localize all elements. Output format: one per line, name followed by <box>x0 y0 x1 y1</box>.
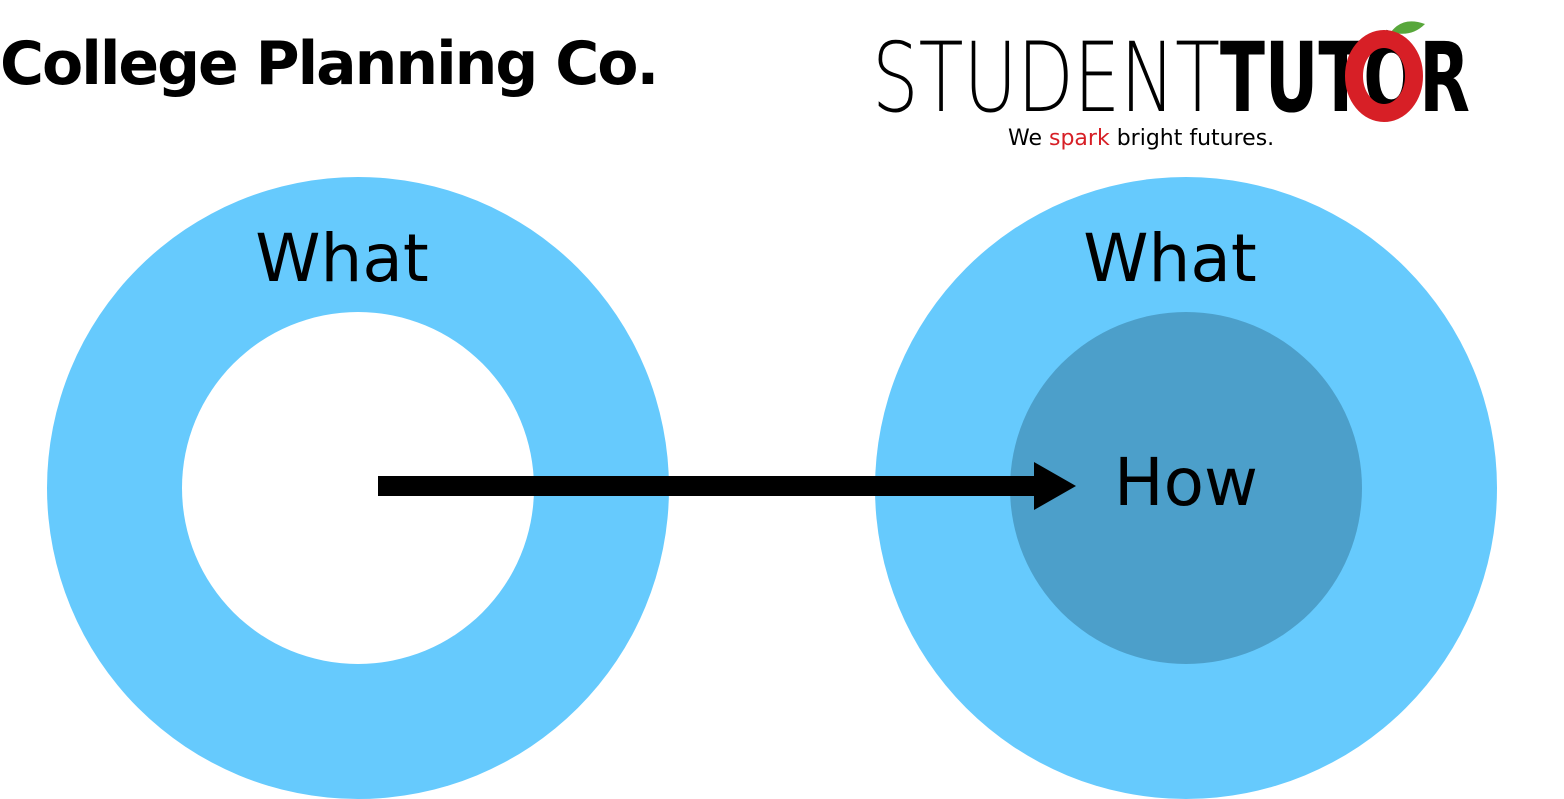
right-circle-how-label: How <box>1114 444 1258 521</box>
left-inner-circle <box>182 312 534 664</box>
logo-tagline: We spark bright futures. <box>1008 126 1274 151</box>
logo-red-o <box>1345 30 1423 122</box>
student-tutor-logo: STUDENT TUTOR We spark bright futures. <box>868 18 1478 153</box>
right-circle-what-label: What <box>1083 220 1257 297</box>
company-name: College Planning Co. <box>0 29 659 99</box>
right-inner-circle <box>1010 312 1362 664</box>
logo-word-student: STUDENT <box>872 22 1220 134</box>
left-circle-what-label: What <box>255 220 429 297</box>
logo-word-tutor: TUTOR <box>1220 22 1470 134</box>
right-arrow-icon <box>378 462 1076 510</box>
